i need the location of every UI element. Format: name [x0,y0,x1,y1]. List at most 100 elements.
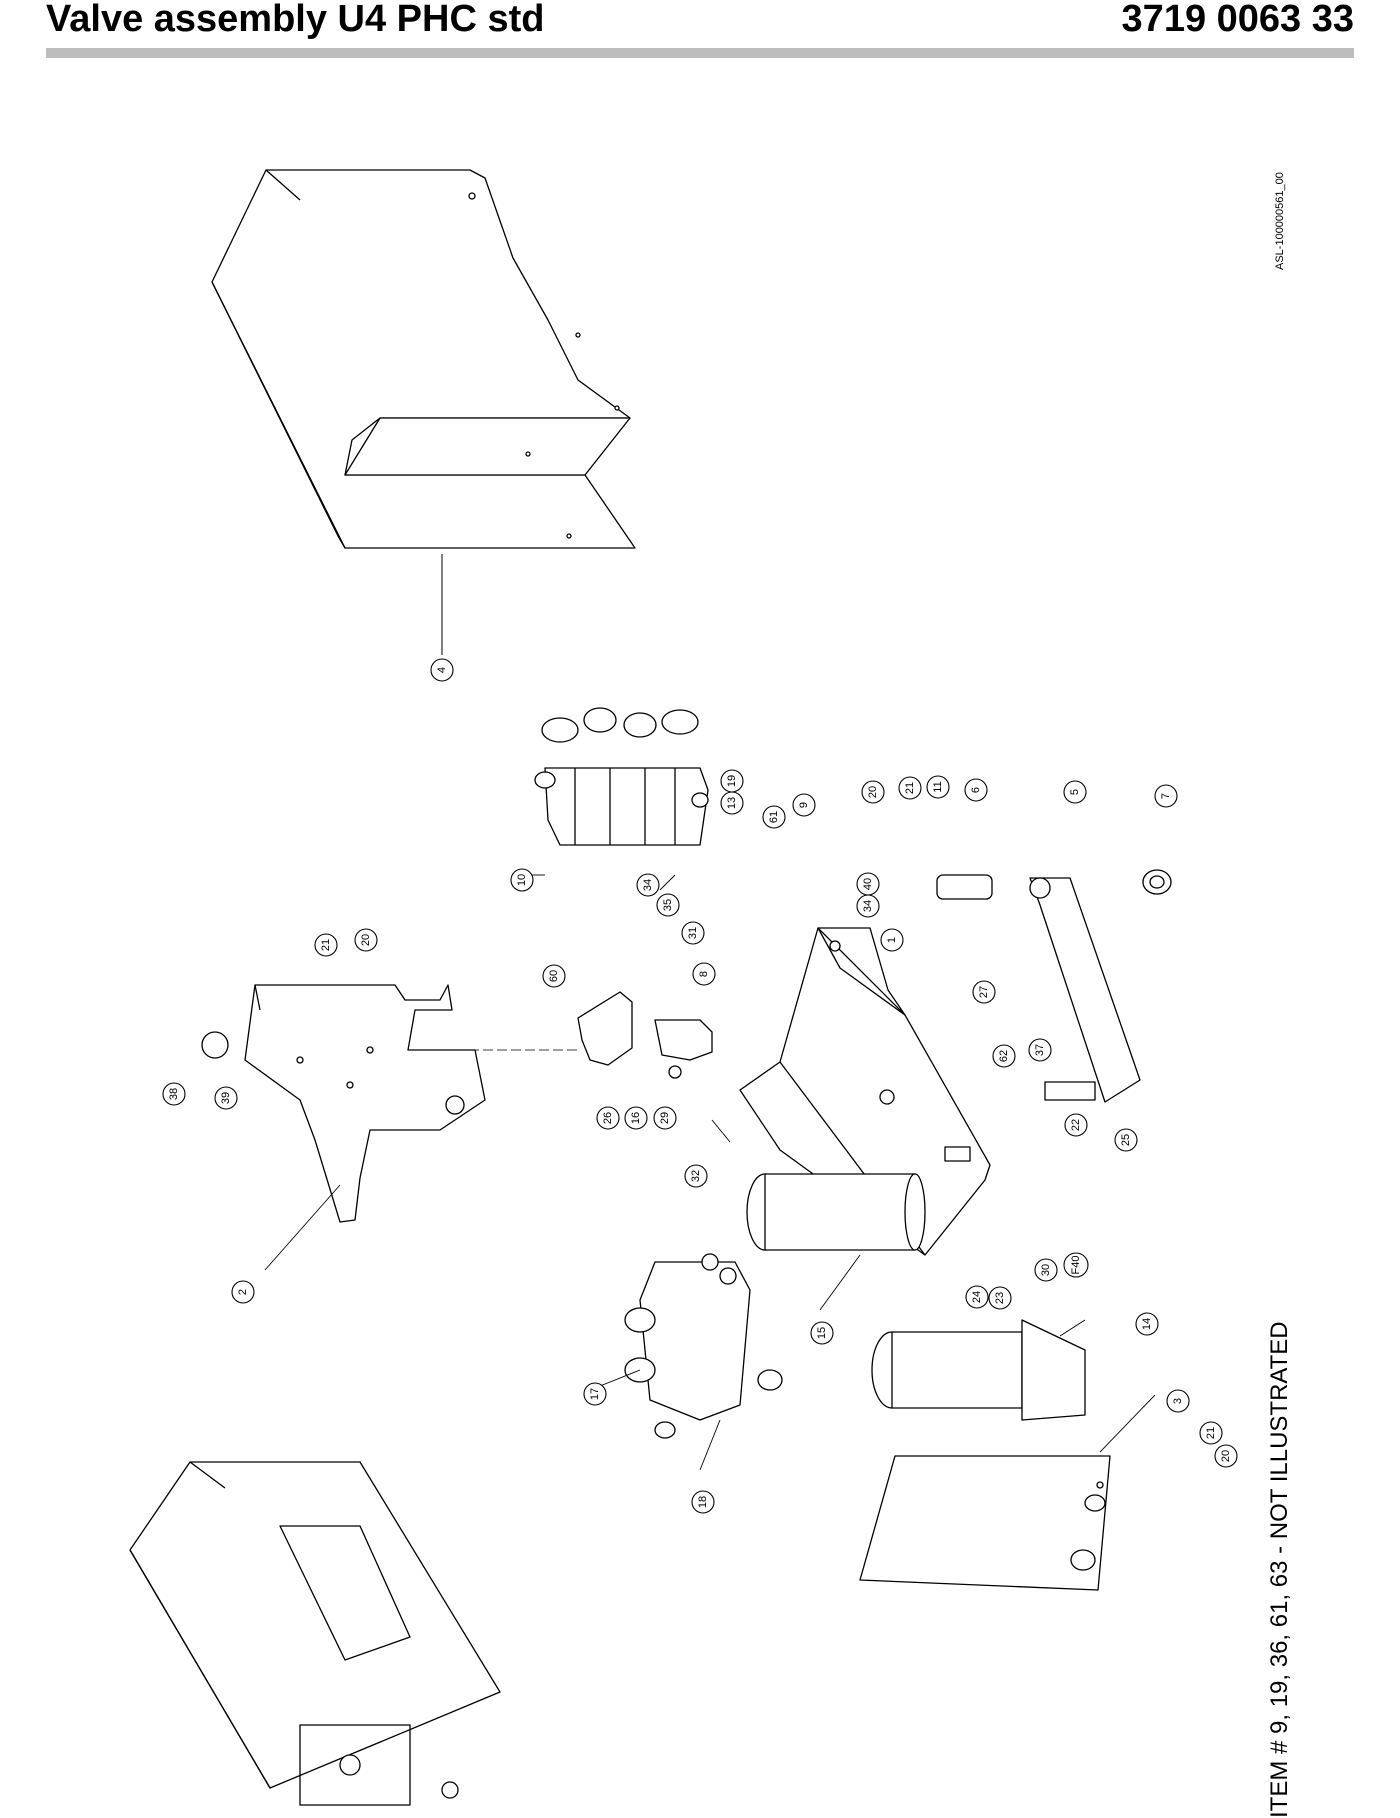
callout-balloon: 39 [214,1086,238,1110]
filter-housing-part [746,1173,926,1251]
callout-balloon: 3 [1166,1389,1190,1413]
callout-balloon: 7 [1154,784,1178,808]
svg-text:34: 34 [862,900,874,912]
callout-balloon: 17 [583,1382,607,1406]
svg-text:27: 27 [978,986,990,998]
header-divider [46,48,1354,58]
callout-balloon: 37 [1028,1038,1052,1062]
page-header: Valve assembly U4 PHC std 3719 0063 33 [46,0,1354,62]
svg-text:62: 62 [998,1050,1010,1062]
svg-text:20: 20 [360,934,372,946]
callout-balloon: 20 [1214,1444,1238,1468]
svg-text:F40: F40 [1070,1256,1082,1275]
svg-text:22: 22 [1070,1119,1082,1131]
svg-text:20: 20 [1220,1450,1232,1462]
callout-balloon: 38 [162,1082,186,1106]
callout-balloon: 9 [792,793,816,817]
callout-balloons: 4 10 34 35 13 19 61 9 20 21 11 6 5 7 21 … [162,658,1238,1514]
svg-text:1: 1 [886,937,898,943]
callout-balloon: 31 [681,921,705,945]
svg-text:19: 19 [726,775,738,787]
callout-balloon: 27 [972,980,996,1004]
callout-balloon: 23 [988,1286,1012,1310]
callout-balloon: 13 [720,791,744,815]
callout-balloon: 20 [354,928,378,952]
not-illustrated-note: ITEM # 9, 19, 36, 61, 63 - NOT ILLUSTRAT… [1266,1321,1293,1818]
svg-text:60: 60 [548,970,560,982]
side-plate-part [859,1455,1111,1591]
svg-text:30: 30 [1040,1264,1052,1276]
callout-balloon: 34 [856,894,880,918]
support-bar-part [1029,877,1141,1103]
callout-balloon: 10 [510,868,534,892]
callout-balloon: 25 [1114,1128,1138,1152]
cap-part [1142,869,1172,895]
svg-text:4: 4 [436,667,448,673]
svg-text:6: 6 [970,787,982,793]
callout-balloon: 35 [656,893,680,917]
part-number: 3719 0063 33 [1121,0,1354,40]
svg-text:18: 18 [697,1496,709,1508]
svg-text:14: 14 [1141,1318,1153,1330]
pilot-valve-part [577,991,713,1079]
callout-balloon: 30 [1034,1258,1058,1282]
svg-text:20: 20 [867,786,879,798]
callout-balloon: 16 [624,1106,648,1130]
callout-balloon: F40 [1063,1252,1089,1278]
svg-text:5: 5 [1069,789,1081,795]
svg-text:21: 21 [904,782,916,794]
tube-part [936,874,993,900]
manifold-part [624,1253,783,1439]
callout-balloon: 26 [596,1106,620,1130]
svg-text:32: 32 [690,1170,702,1182]
svg-text:40: 40 [862,878,874,890]
callout-balloon: 5 [1063,780,1087,804]
top-cover-part [211,169,636,655]
svg-text:25: 25 [1120,1134,1132,1146]
callout-balloon: 62 [992,1044,1016,1068]
svg-text:31: 31 [687,927,699,939]
svg-text:24: 24 [971,1291,983,1303]
mounting-bracket-part [201,984,580,1223]
callout-balloon: 60 [542,964,566,988]
svg-text:10: 10 [516,874,528,886]
svg-text:35: 35 [662,899,674,911]
callout-balloon: 21 [898,776,922,800]
filter-housing-2-part [871,1319,1086,1421]
svg-text:37: 37 [1034,1044,1046,1056]
callout-balloon: 21 [314,933,338,957]
svg-text:11: 11 [932,781,944,792]
svg-text:2: 2 [237,1289,249,1295]
callout-balloon: 21 [1199,1421,1223,1445]
svg-text:13: 13 [726,797,738,809]
svg-text:21: 21 [320,939,332,951]
callout-balloon: 29 [653,1106,677,1130]
callout-balloon: 18 [691,1490,715,1514]
svg-text:39: 39 [220,1092,232,1104]
svg-text:29: 29 [659,1112,671,1124]
callout-balloon: 1 [880,928,904,952]
callout-balloon: 4 [430,658,454,682]
svg-text:8: 8 [698,971,710,977]
svg-text:16: 16 [630,1112,642,1124]
drawing-id: ASL-100000561_00 [1274,172,1286,270]
svg-text:21: 21 [1205,1427,1217,1439]
svg-text:26: 26 [602,1112,614,1124]
callout-balloon: 11 [926,775,950,799]
svg-text:7: 7 [1160,793,1172,799]
callout-balloon: 8 [692,962,716,986]
svg-text:9: 9 [798,802,810,808]
callout-balloon: 20 [861,780,885,804]
assembled-unit-part [129,1461,501,1806]
callout-balloon: 22 [1064,1113,1088,1137]
callout-balloon: 34 [636,873,660,897]
callout-balloon: 24 [965,1285,989,1309]
callout-balloon: 40 [856,872,880,896]
svg-text:3: 3 [1172,1398,1184,1404]
svg-text:17: 17 [589,1388,601,1400]
svg-text:38: 38 [168,1088,180,1100]
svg-text:23: 23 [994,1292,1006,1304]
svg-text:34: 34 [642,879,654,891]
callout-balloon: 14 [1135,1312,1159,1336]
